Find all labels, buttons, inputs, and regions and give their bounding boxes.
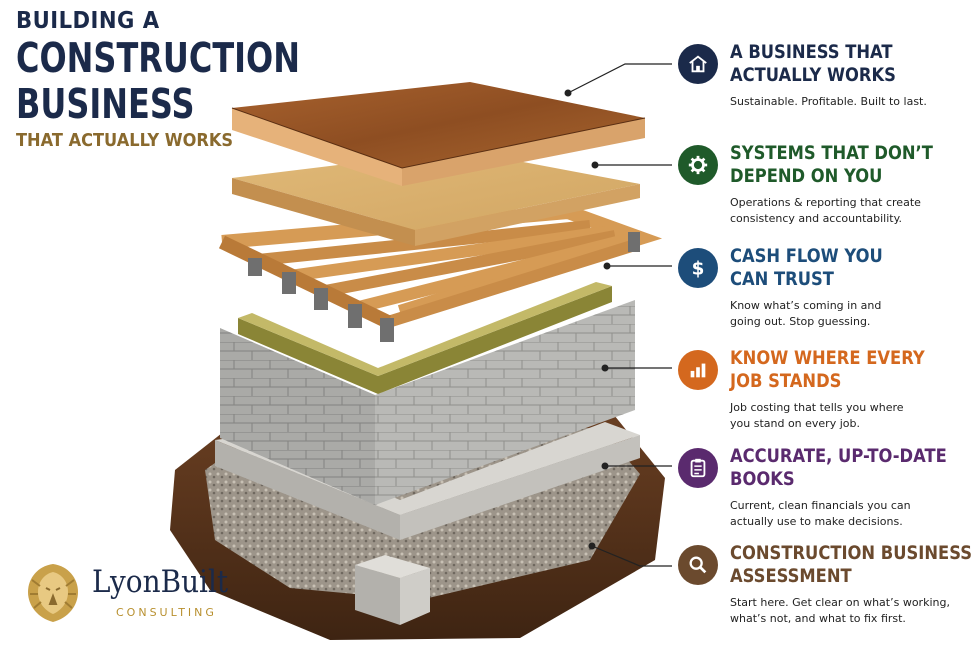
connector-dot-6	[588, 542, 596, 550]
benefit-desc-5b: actually use to make decisions.	[730, 515, 903, 528]
bar-chart-icon	[678, 350, 718, 390]
benefit-heading-1b: ACTUALLY WORKS	[730, 64, 896, 86]
connector-dot-4	[601, 364, 609, 372]
benefit-heading-6a: CONSTRUCTION BUSINESS	[730, 542, 973, 564]
benefit-desc-2b: consistency and accountability.	[730, 212, 903, 225]
benefit-heading-3b: CAN TRUST	[730, 268, 834, 290]
sill-plate	[238, 282, 612, 394]
benefit-heading-4b: JOB STANDS	[730, 370, 842, 392]
connector-dot-2	[591, 161, 599, 169]
title-line-1: BUILDING A	[16, 8, 160, 34]
logo-sub-text: CONSULTING	[116, 606, 217, 619]
benefit-desc-5a: Current, clean financials you can	[730, 499, 911, 512]
benefit-heading-2a: SYSTEMS THAT DON’T	[730, 142, 933, 164]
benefit-desc-4b: you stand on every job.	[730, 417, 860, 430]
benefit-heading-5b: BOOKS	[730, 468, 795, 490]
benefit-desc-4a: Job costing that tells you where	[730, 401, 904, 414]
page-title: BUILDING A CONSTRUCTION BUSINESS THAT AC…	[16, 8, 316, 153]
benefit-desc-6a: Start here. Get clear on what’s working,	[730, 596, 950, 609]
house-icon	[678, 44, 718, 84]
svg-text:$: $	[692, 258, 705, 279]
hardwood-floor	[231, 82, 646, 186]
gear-icon	[678, 145, 718, 185]
dollar-icon: $	[678, 248, 718, 288]
benefit-heading-1a: A BUSINESS THAT	[730, 41, 893, 63]
benefit-desc-3a: Know what’s coming in and	[730, 299, 882, 312]
benefit-desc-1a: Sustainable. Profitable. Built to last.	[730, 95, 927, 108]
clipboard-icon	[678, 448, 718, 488]
logo-brand-text: LyonBuilt	[92, 564, 229, 600]
benefit-desc-6b: what’s not, and what to fix first.	[730, 612, 906, 625]
benefit-heading-3a: CASH FLOW YOU	[730, 245, 883, 267]
title-line-3: BUSINESS	[16, 80, 195, 128]
osb-subfloor	[232, 150, 640, 246]
benefit-heading-4a: KNOW WHERE EVERY	[730, 347, 925, 369]
magnifier-icon	[678, 545, 718, 585]
title-tagline: THAT ACTUALLY WORKS	[16, 130, 234, 151]
cmu-block-wall	[220, 300, 635, 505]
connector-dot-5	[601, 462, 609, 470]
benefit-heading-5a: ACCURATE, UP-TO-DATE	[730, 445, 947, 467]
benefit-desc-2a: Operations & reporting that create	[730, 196, 921, 209]
benefit-heading-6b: ASSESSMENT	[730, 565, 852, 587]
connector-lines	[567, 63, 672, 567]
company-logo: LyonBuilt CONSULTING	[20, 560, 260, 630]
benefit-desc-3b: going out. Stop guessing.	[730, 315, 871, 328]
benefit-heading-2b: DEPEND ON YOU	[730, 165, 883, 187]
connector-dot-1	[564, 89, 572, 97]
connector-dot-3	[603, 262, 611, 270]
lion-head-icon	[28, 564, 78, 622]
